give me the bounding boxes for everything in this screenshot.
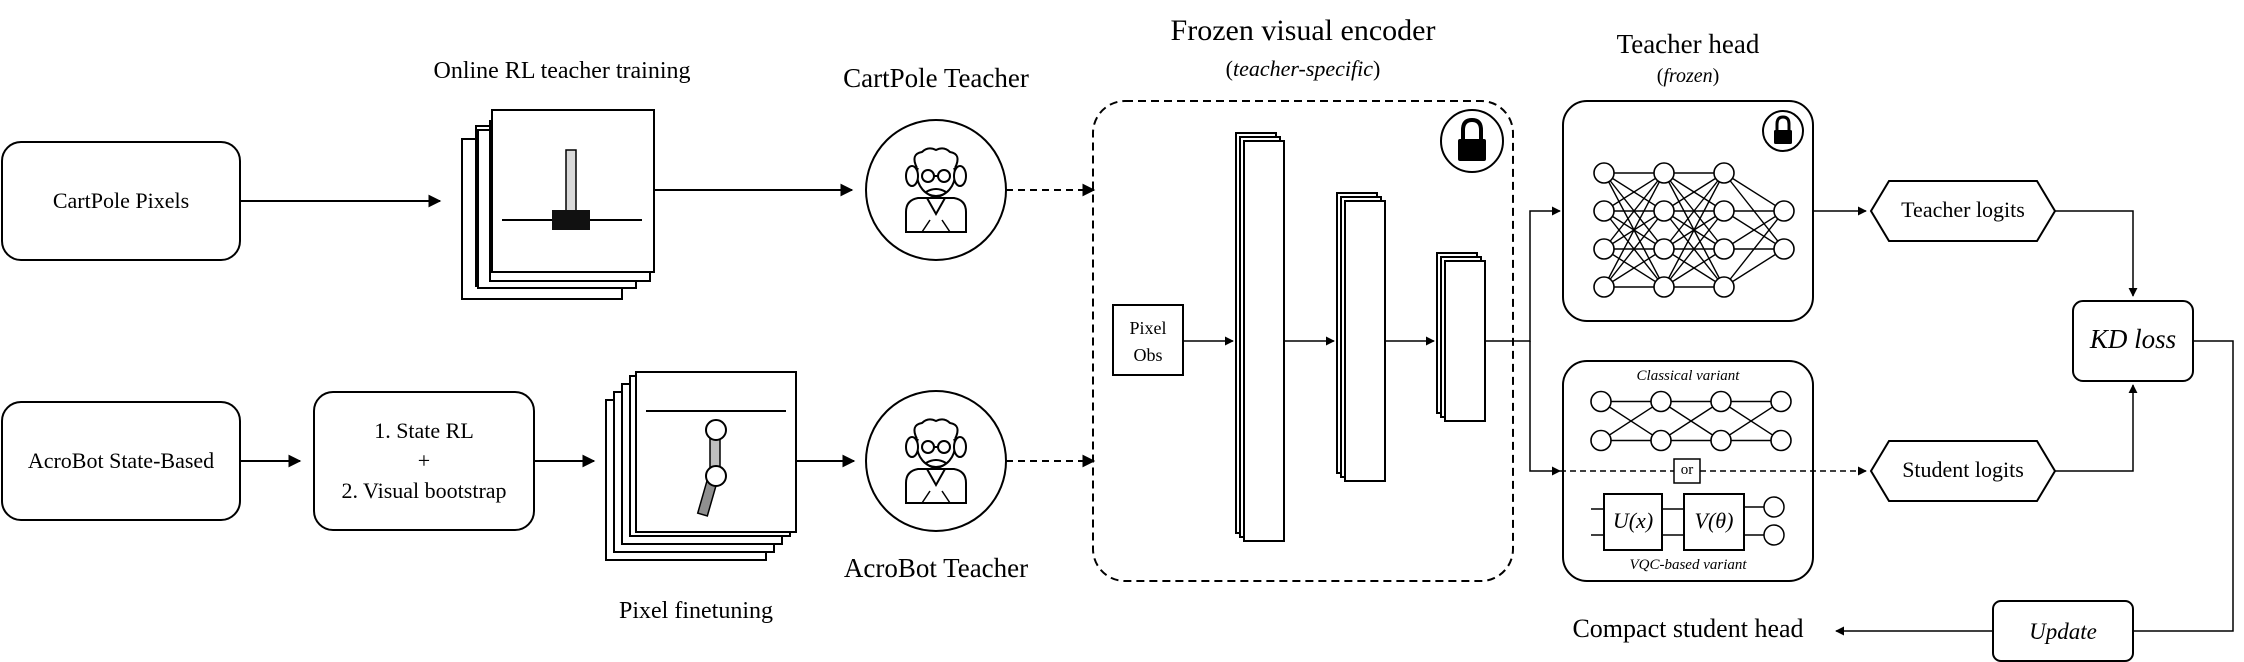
teacher-network-edge [1603,172,1665,288]
step-1-label: 1. State RL [374,418,474,444]
teacher-network-node [1653,276,1675,298]
kd-loss-label: KD loss [2089,324,2177,354]
cartpole-pixels-label: CartPole Pixels [52,188,190,213]
arrow-student-logits-to-kd [2055,384,2138,472]
teacher-network-edge [1603,172,1665,250]
acrobot-teacher-label: AcroBot Teacher [843,553,1029,583]
vtheta-gate-label: V(θ) [1694,508,1734,533]
acrobot-steps-box: 1. State RL + 2. Visual bootstrap [313,391,535,531]
teacher-network-node [1653,238,1675,260]
classical-network-edge [1600,400,1662,442]
or-box [1673,458,1701,484]
classical-network [1590,390,1792,452]
cartpole-pixels-box: CartPole Pixels [1,141,241,261]
teacher-network-edge [1663,248,1725,288]
conv-layer-2 [1336,192,1386,482]
teacher-head-subtitle-text: frozen [1663,65,1713,87]
acrobot-scene [646,410,786,517]
teacher-network-edge [1723,210,1785,288]
teacher-network-edge [1723,248,1785,288]
teacher-head-subtitle: (frozen) [1656,65,1720,87]
classical-network-node [1590,429,1612,452]
cartpole-teacher [865,119,1007,261]
step-plus-label: + [417,448,431,474]
pixel-obs-box [1112,304,1184,376]
teacher-network-edge [1663,172,1725,212]
lock-icon [1440,109,1504,173]
teacher-network-edge [1663,172,1725,288]
classical-network-node [1590,390,1612,413]
teacher-logits-label: Teacher logits [1901,197,2025,222]
finetune-stack [605,371,797,561]
vqc-circuit [1591,493,1785,551]
arrow-encoder-to-teacher-head [1485,206,1561,342]
vqc-variant-label: VQC-based variant [1629,557,1747,573]
teacher-network-node [1713,200,1735,222]
teacher-network-node [1593,276,1615,298]
classical-network-edge [1720,400,1782,442]
teacher-network-edge [1723,172,1785,212]
teacher-network-node [1713,162,1735,184]
cartpole-scene [502,149,642,230]
ux-gate-label: U(x) [1612,508,1654,533]
arrow-encoder-to-student-head [1529,341,1561,476]
teacher-network-edge [1603,248,1665,288]
classical-variant-label: Classical variant [1636,368,1740,384]
teacher-network-node [1653,162,1675,184]
classical-network-node [1650,390,1672,413]
student-head-caption: Compact student head [1572,614,1804,643]
step-2-label: 2. Visual bootstrap [341,477,507,503]
or-label: or [1680,462,1694,478]
lock-icon [1762,110,1804,152]
acrobot-teacher [865,390,1007,532]
classical-network-node [1650,429,1672,452]
conv-layer-1 [1235,132,1285,542]
pixel-obs-line2: Obs [1133,345,1163,365]
teacher-network-node [1653,200,1675,222]
classical-network-node [1770,429,1792,452]
update-label: Update [2029,619,2097,644]
encoder-title: Frozen visual encoder [1170,14,1436,47]
encoder-subtitle: (teacher-specific) [1225,56,1381,81]
teacher-network-node [1713,276,1735,298]
teacher-network-node [1593,162,1615,184]
arrow-teacher-logits-to-kd [2055,210,2138,297]
student-logits-label: Student logits [1902,457,2024,482]
online-rl-title: Online RL teacher training [433,58,691,84]
classical-network-edge [1660,400,1722,442]
classical-network-node [1710,390,1732,413]
online-rl-stack [461,109,655,300]
teacher-network-edge [1723,210,1785,250]
teacher-network-node [1713,238,1735,260]
teacher-network [1593,162,1795,298]
teacher-network-node [1593,200,1615,222]
teacher-network-node [1593,238,1615,260]
cartpole-teacher-label: CartPole Teacher [843,63,1029,93]
teacher-network-edge [1603,210,1665,288]
teacher-network-node [1773,238,1795,260]
pixel-finetuning-title: Pixel finetuning [619,598,773,624]
teacher-icon [905,418,967,504]
acrobot-state-box: AcroBot State-Based [1,401,241,521]
arrow-kd-loop [2133,340,2234,632]
teacher-network-edge [1663,172,1725,250]
acrobot-state-label: AcroBot State-Based [27,448,215,473]
pixel-obs-line1: Pixel [1129,318,1167,338]
teacher-icon [905,147,967,233]
classical-network-node [1710,429,1732,452]
teacher-network-edge [1603,172,1665,212]
teacher-head-title: Teacher head [1616,29,1760,59]
conv-layer-3 [1436,252,1486,422]
teacher-network-node [1773,200,1795,222]
encoder-subtitle-text: teacher-specific [1232,56,1374,81]
classical-network-node [1770,390,1792,413]
teacher-network-edge [1663,210,1725,288]
pixel-obs-text: Pixel Obs [1113,315,1183,369]
